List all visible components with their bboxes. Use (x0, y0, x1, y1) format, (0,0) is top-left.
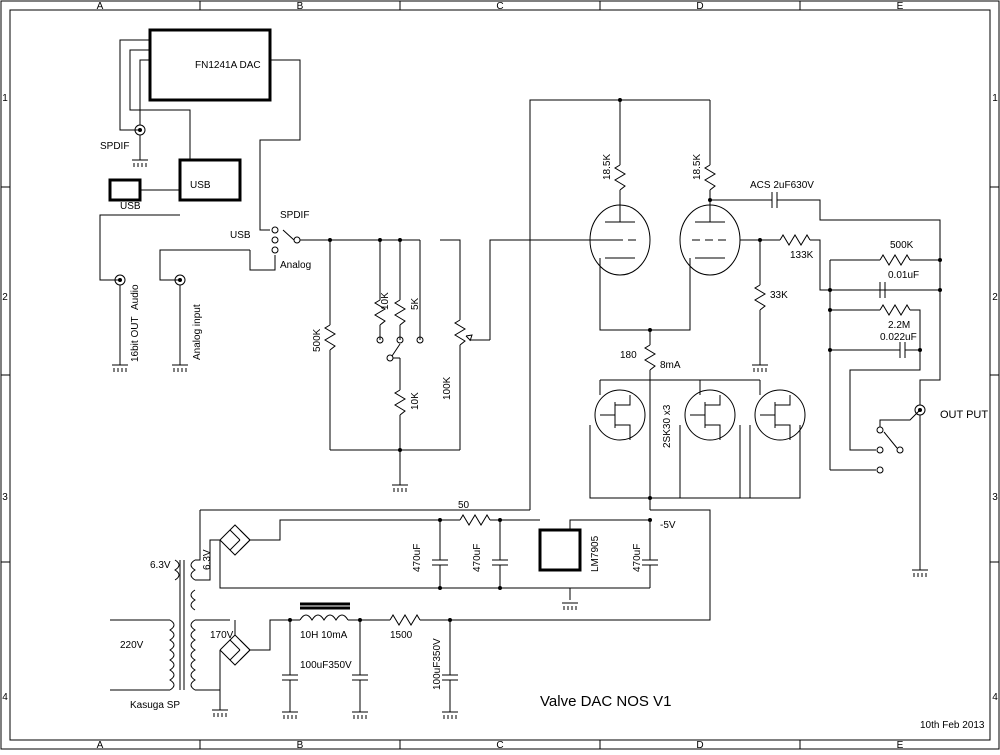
audio-label: Audio (130, 284, 141, 310)
v-63-b-label: 6.3V (202, 549, 213, 570)
r-18k5-a-label: 18.5K (602, 154, 613, 180)
diagram-title: Valve DAC NOS V1 (540, 693, 671, 710)
r-10k-b-label: 10K (410, 392, 421, 410)
ht-supply (212, 602, 458, 719)
date-label: 10th Feb 2013 (920, 720, 985, 731)
col-label-top: C (496, 1, 503, 12)
r-100k-label: 100K (442, 376, 453, 400)
usb-module-block (178, 158, 242, 202)
row-label-left: 4 (2, 692, 8, 703)
col-label-bottom: B (297, 740, 304, 750)
col-label-bottom: C (496, 740, 503, 750)
row-label-right: 3 (992, 492, 998, 503)
v-220-label: 220V (120, 640, 144, 651)
frame-column-labels: A B C D E A B C D E (97, 1, 904, 751)
col-label-top: D (696, 1, 703, 12)
switch-analog-label: Analog (280, 260, 311, 271)
c-100-a-label: 100uF350V (300, 660, 352, 671)
jfet-1 (594, 389, 646, 441)
row-label-left: 1 (2, 93, 8, 104)
row-label-right: 4 (992, 692, 998, 703)
usb-module-label: USB (190, 180, 211, 191)
r-18k5-b-label: 18.5K (692, 154, 703, 180)
jfet-label: 2SK30 x3 (662, 404, 673, 448)
spdif-in-label: SPDIF (100, 141, 129, 152)
row-label-right: 2 (992, 292, 998, 303)
c-470-a-label: 470uF (412, 544, 423, 572)
regulator-block (538, 528, 582, 572)
usb-connector (108, 178, 142, 202)
frame-row-labels: 1 2 3 4 1 2 3 4 (2, 93, 998, 703)
c-470-b-label: 470uF (472, 544, 483, 572)
negative-supply (199, 509, 711, 621)
jfet-2 (684, 389, 736, 441)
attenuator-section (300, 238, 620, 492)
col-label-top: E (897, 1, 904, 12)
choke-label: 10H 10mA (300, 630, 348, 641)
output-label: OUT PUT (940, 409, 988, 421)
dac-label: FN1241A DAC (195, 60, 261, 71)
current-8ma-label: 8mA (660, 360, 681, 371)
fb-c1-label: 0.01uF (888, 270, 919, 281)
tube-stage (529, 98, 941, 510)
r-133k-label: 133K (790, 250, 814, 261)
switch-spdif-label: SPDIF (280, 210, 309, 221)
analog-input-label: Analog input (192, 304, 203, 360)
16bit-out-jack (112, 274, 128, 372)
r-50-label: 50 (458, 500, 470, 511)
coupling-cap-label: ACS 2uF630V (750, 180, 814, 191)
fb-c2-label: 0.022uF (880, 332, 917, 343)
choke-inductor (299, 614, 349, 621)
fb-2m2-label: 2.2M (888, 320, 910, 331)
row-label-right: 1 (992, 93, 998, 104)
bridge-rectifier-1 (219, 524, 251, 556)
usb-connector-label: USB (120, 201, 141, 212)
col-label-top: A (97, 1, 104, 12)
transformer-label: Kasuga SP (130, 700, 180, 711)
c-100-b-label: 100uF350V (432, 638, 443, 690)
r-180-label: 180 (620, 350, 637, 361)
row-label-left: 3 (2, 492, 8, 503)
col-label-bottom: A (97, 740, 104, 750)
analog-input-jack (172, 274, 188, 372)
col-label-top: B (297, 1, 304, 12)
transformer (110, 510, 230, 691)
col-label-bottom: E (897, 740, 904, 750)
dac-block (148, 28, 272, 102)
v-170-label: 170V (210, 630, 234, 641)
jfet-current-source (589, 379, 806, 510)
r-1500-label: 1500 (390, 630, 413, 641)
feedback-network (828, 254, 942, 577)
row-label-left: 2 (2, 292, 8, 303)
regulator-label: LM7905 (590, 535, 601, 572)
r-5k-label: 5K (410, 297, 421, 310)
r-10k-a-label: 10K (380, 292, 391, 310)
16bit-out-label: 16bit OUT (130, 316, 141, 362)
fb-500k-label: 500K (890, 240, 914, 251)
r-33k-label: 33K (770, 290, 788, 301)
input-section: FN1241A DAC USB USB SPDIF 16bit OUT Audi… (99, 28, 311, 372)
r-500k-label: 500K (312, 328, 323, 352)
tube-1 (589, 204, 651, 276)
switch-usb-label: USB (230, 230, 251, 241)
c-470-c-label: 470uF (632, 544, 643, 572)
input-selector-switch (271, 226, 301, 254)
col-label-bottom: D (696, 740, 703, 750)
neg5v-label: -5V (660, 520, 676, 531)
v-63-a-label: 6.3V (150, 560, 171, 571)
jfet-3 (754, 389, 806, 441)
spdif-jack (132, 124, 148, 167)
